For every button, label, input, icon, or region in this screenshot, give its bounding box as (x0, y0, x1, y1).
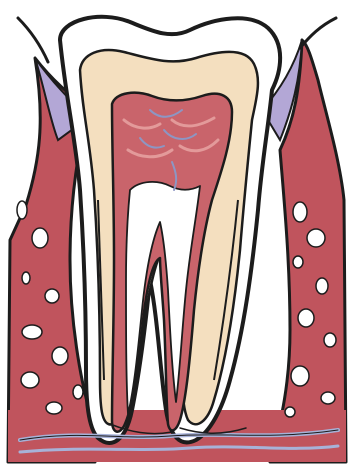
tooth-cross-section-drawing (0, 0, 354, 468)
tooth-illustration (0, 0, 354, 468)
